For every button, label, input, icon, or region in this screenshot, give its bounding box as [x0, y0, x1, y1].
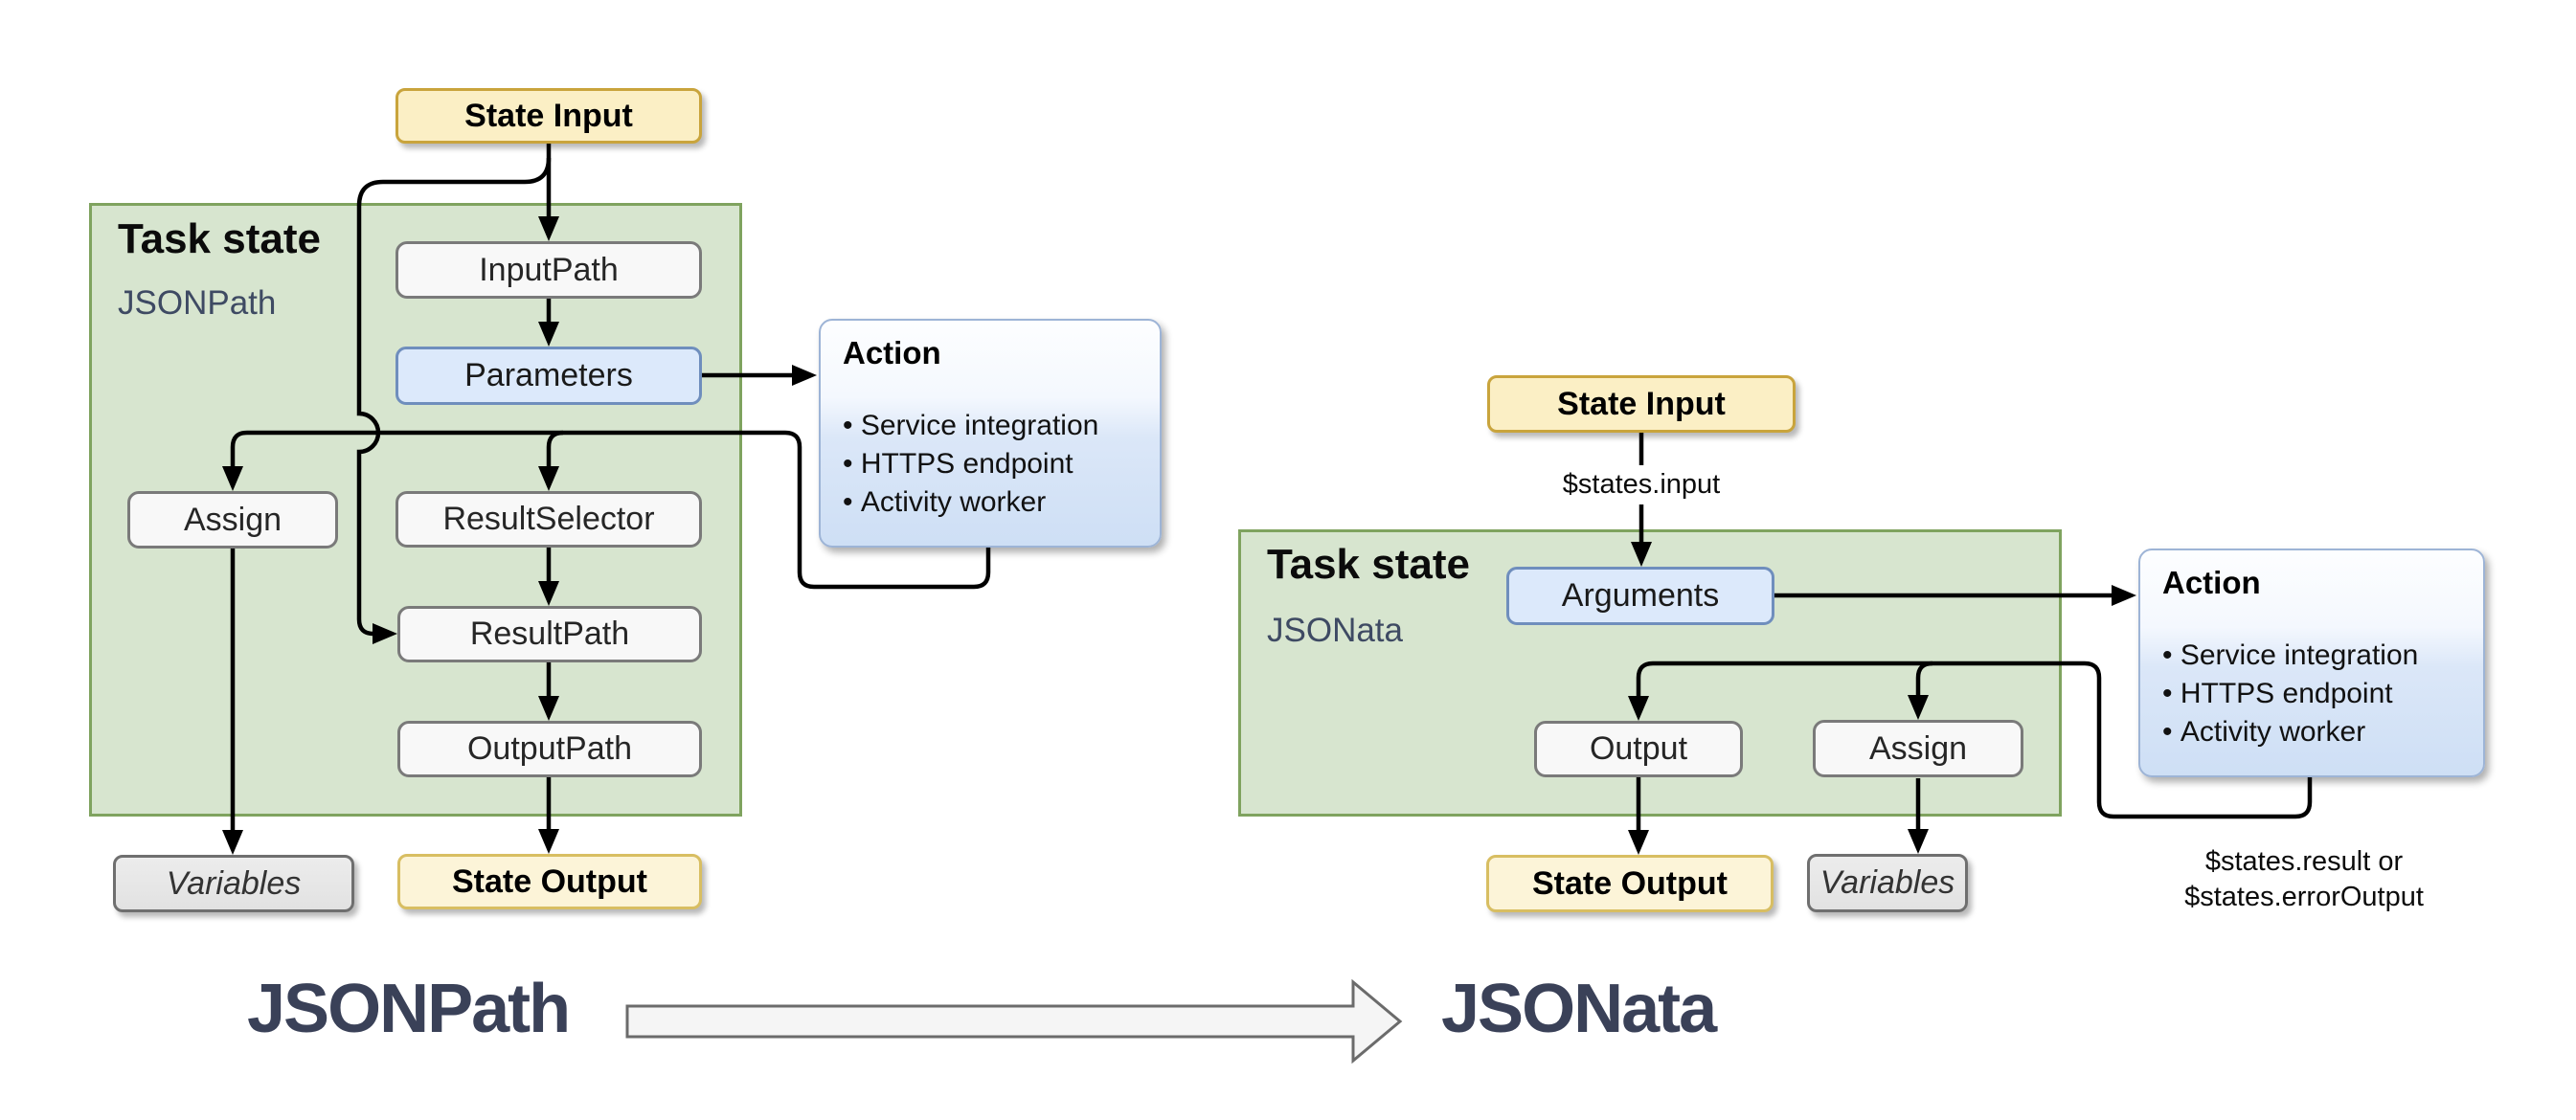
- states-result-edge-label: $states.result or $states.errorOutput: [2151, 844, 2457, 915]
- variables-node-left: Variables: [113, 855, 354, 912]
- arrowhead-icon: [222, 830, 243, 855]
- output-node-right: Output: [1534, 721, 1743, 777]
- arguments-node: Arguments: [1506, 567, 1774, 625]
- task-state-title-right: Task state: [1267, 541, 1470, 588]
- action-card-left: Action Service integration HTTPS endpoin…: [819, 319, 1162, 548]
- action-item: Activity worker: [2162, 713, 2474, 751]
- task-state-title-left: Task state: [118, 215, 321, 262]
- footer-label-jsonata: JSONata: [1441, 971, 1717, 1047]
- states-result-line1: $states.result or: [2204, 846, 2404, 877]
- arrowhead-icon: [1908, 829, 1929, 854]
- action-title-right: Action: [2162, 565, 2261, 600]
- footer-label-jsonpath: JSONPath: [247, 971, 571, 1047]
- action-item: Service integration: [843, 407, 1150, 445]
- state-input-node-right: State Input: [1487, 375, 1796, 433]
- action-item: Activity worker: [843, 483, 1150, 522]
- action-items-left: Service integration HTTPS endpoint Activ…: [843, 407, 1150, 522]
- task-state-subtitle-jsonata: JSONata: [1267, 612, 1403, 649]
- parameters-node: Parameters: [395, 347, 702, 405]
- arrowhead-icon: [792, 365, 817, 386]
- assign-node-left: Assign: [127, 491, 338, 549]
- states-result-line2: $states.errorOutput: [2184, 882, 2424, 912]
- arrowhead-icon: [538, 829, 559, 854]
- action-card-right: Action Service integration HTTPS endpoin…: [2138, 549, 2485, 777]
- assign-node-right: Assign: [1813, 720, 2023, 777]
- task-state-subtitle-jsonpath: JSONPath: [118, 284, 277, 322]
- action-item: Service integration: [2162, 637, 2474, 675]
- variables-node-right: Variables: [1807, 854, 1968, 912]
- action-title-left: Action: [843, 335, 941, 370]
- resultselector-node: ResultSelector: [395, 491, 702, 548]
- action-item: HTTPS endpoint: [2162, 675, 2474, 713]
- action-item: HTTPS endpoint: [843, 445, 1150, 483]
- state-input-node-left: State Input: [395, 88, 702, 144]
- action-items-right: Service integration HTTPS endpoint Activ…: [2162, 637, 2474, 751]
- inputpath-node: InputPath: [395, 241, 702, 299]
- states-input-edge-label: $states.input: [1528, 465, 1754, 504]
- state-output-node-right: State Output: [1486, 855, 1774, 912]
- jsonpath-to-jsonata-arrow-icon: [625, 978, 1403, 1064]
- arrowhead-icon: [2112, 585, 2136, 606]
- resultpath-node: ResultPath: [397, 606, 702, 662]
- arrowhead-icon: [1628, 830, 1649, 855]
- state-output-node-left: State Output: [397, 854, 702, 909]
- outputpath-node: OutputPath: [397, 721, 702, 777]
